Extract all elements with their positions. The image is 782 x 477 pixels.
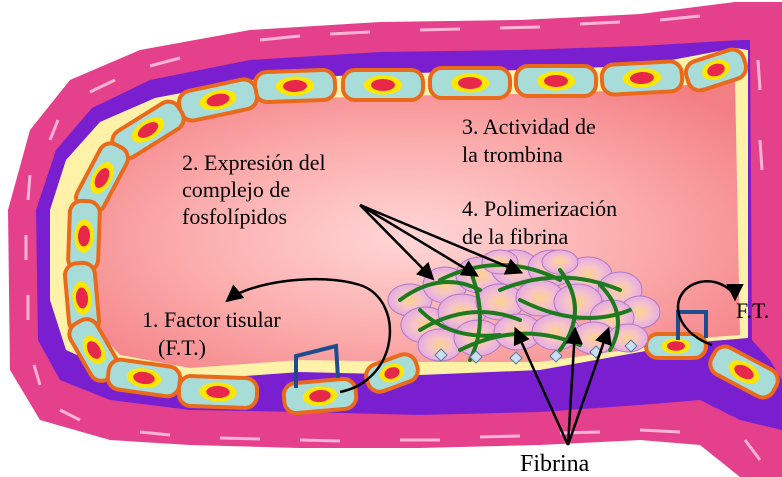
label-fibrina: Fibrina [520,451,590,477]
endothelial-cell [601,61,682,95]
label-polimer-2: de la fibrina [462,224,569,249]
label-expresion-2: complejo de [182,177,290,202]
label-actividad-2: la trombina [462,142,563,167]
label-actividad-1: 3. Actividad de [462,114,596,139]
endothelial-cell [430,68,510,98]
endothelial-cell [255,70,336,103]
label-factor-2: (F.T.) [158,335,206,360]
platelet [482,250,518,274]
label-ft-right: F.T. [736,298,769,323]
endothelial-cell [343,70,423,100]
label-expresion-1: 2. Expresión del [182,150,326,175]
endothelial-cell [179,376,258,409]
endothelial-cell [516,66,596,96]
label-polimer-1: 4. Polimerización [462,196,617,221]
label-expresion-3: fosfolípidos [182,204,287,229]
endothelial-cell [283,378,357,414]
label-factor-1: 1. Factor tisular [142,307,281,332]
